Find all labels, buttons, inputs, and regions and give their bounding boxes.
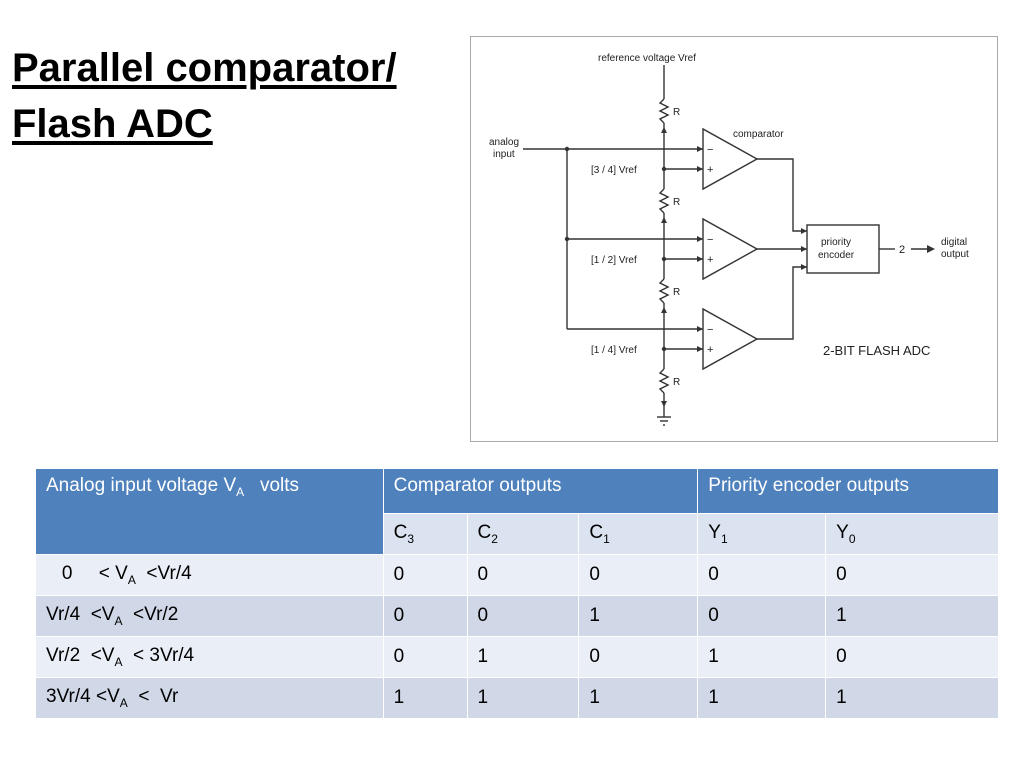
value-cell: 1 — [697, 636, 827, 678]
subheader-y0: Y0 — [825, 513, 999, 555]
value-cell: 1 — [825, 677, 999, 719]
value-cell: 0 — [382, 554, 468, 596]
table-row: 3Vr/4 <VA < Vr 1 1 1 1 1 — [35, 677, 999, 719]
encoder-label-1: priority — [821, 237, 851, 248]
range-cell: 0 < VA <Vr/4 — [35, 554, 384, 596]
circuit-svg: reference voltage Vref analog input comp… — [489, 53, 969, 426]
comparator-label: comparator — [733, 129, 784, 140]
table-row: Vr/4 <VA <Vr/2 0 0 1 0 1 — [35, 595, 999, 637]
subheader-c1: C1 — [578, 513, 699, 555]
flash-adc-diagram: reference voltage Vref analog input comp… — [470, 36, 998, 442]
ref-voltage-label: reference voltage Vref — [598, 53, 696, 64]
resistor-label-1: R — [673, 107, 680, 118]
subheader-c2: C2 — [466, 513, 580, 555]
header-analog-input: Analog input voltage VA volts — [35, 468, 384, 555]
value-cell: 0 — [578, 554, 699, 596]
value-cell: 1 — [466, 677, 580, 719]
table-row: 0 < VA <Vr/4 0 0 0 0 0 — [35, 554, 999, 596]
tap-1-2-label: [1 / 2] Vref — [591, 255, 637, 266]
value-cell: 0 — [466, 554, 580, 596]
minus-sign-1: − — [707, 324, 713, 336]
resistor-label-3: R — [673, 287, 680, 298]
subheader-c3: C3 — [382, 513, 468, 555]
resistor-label-2: R — [673, 197, 680, 208]
truth-table: Analog input voltage VA volts Comparator… — [35, 468, 999, 719]
value-cell: 1 — [697, 677, 827, 719]
digital-output-label-1: digital — [941, 237, 967, 248]
analog-input-label-2: input — [493, 149, 515, 160]
header-encoder-outputs: Priority encoder outputs — [697, 468, 999, 514]
value-cell: 1 — [578, 595, 699, 637]
minus-sign-2: − — [707, 234, 713, 246]
header-comparator-outputs: Comparator outputs — [382, 468, 699, 514]
value-cell: 0 — [825, 636, 999, 678]
value-cell: 0 — [382, 595, 468, 637]
resistor-1 — [658, 98, 670, 124]
bus-width-label: 2 — [899, 244, 905, 256]
title-line-1: Parallel comparator/ — [12, 46, 397, 90]
diagram-caption: 2-BIT FLASH ADC — [823, 343, 930, 358]
tap-1-4-label: [1 / 4] Vref — [591, 345, 637, 356]
plus-sign-3: + — [707, 164, 713, 176]
analog-input-label-1: analog — [489, 137, 519, 148]
tap-3-4-label: [3 / 4] Vref — [591, 165, 637, 176]
resistor-3 — [658, 278, 670, 304]
digital-output-label-2: output — [941, 249, 969, 260]
range-cell: Vr/4 <VA <Vr/2 — [35, 595, 384, 637]
comparator-3 — [702, 127, 759, 191]
range-cell: 3Vr/4 <VA < Vr — [35, 677, 384, 719]
resistor-2 — [658, 188, 670, 214]
table-row: Vr/2 <VA < 3Vr/4 0 1 0 1 0 — [35, 636, 999, 678]
value-cell: 1 — [825, 595, 999, 637]
plus-sign-2: + — [707, 254, 713, 266]
title-line-2: Flash ADC — [12, 102, 213, 146]
value-cell: 0 — [466, 595, 580, 637]
value-cell: 0 — [382, 636, 468, 678]
resistor-label-4: R — [673, 377, 680, 388]
resistor-4 — [658, 368, 670, 394]
comparator-1 — [702, 307, 759, 371]
page-title: Parallel comparator/ Flash ADC — [12, 40, 472, 152]
range-cell: Vr/2 <VA < 3Vr/4 — [35, 636, 384, 678]
value-cell: 1 — [382, 677, 468, 719]
value-cell: 0 — [697, 554, 827, 596]
value-cell: 0 — [825, 554, 999, 596]
value-cell: 1 — [578, 677, 699, 719]
minus-sign-3: − — [707, 144, 713, 156]
value-cell: 0 — [697, 595, 827, 637]
comparator-2 — [702, 217, 759, 281]
encoder-label-2: encoder — [818, 250, 855, 261]
subheader-y1: Y1 — [697, 513, 827, 555]
plus-sign-1: + — [707, 344, 713, 356]
priority-encoder — [806, 224, 880, 274]
value-cell: 0 — [578, 636, 699, 678]
value-cell: 1 — [466, 636, 580, 678]
